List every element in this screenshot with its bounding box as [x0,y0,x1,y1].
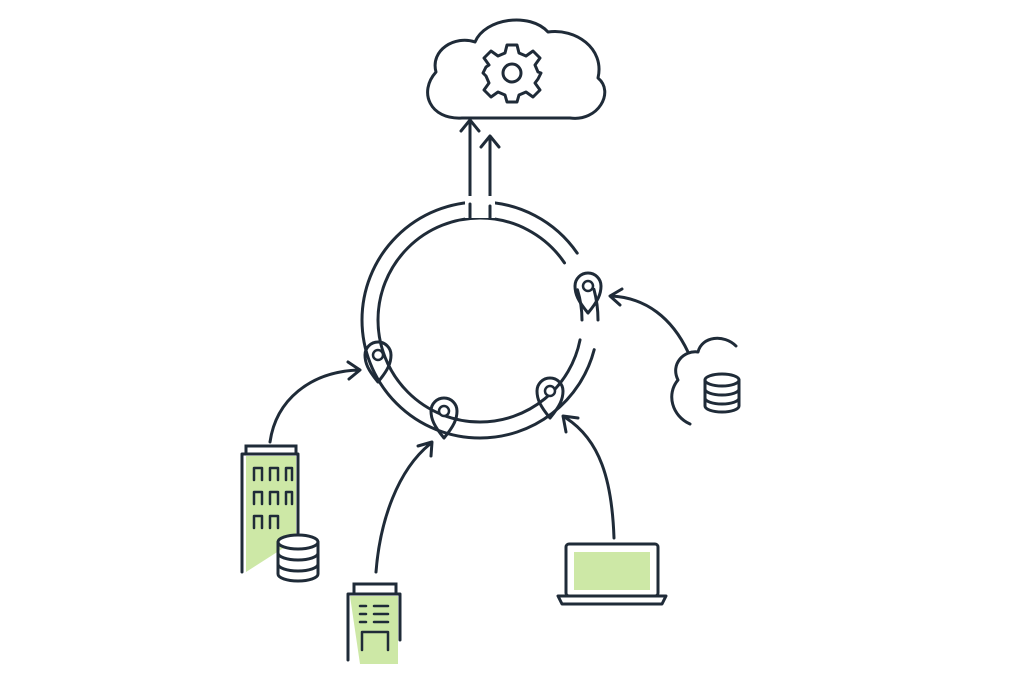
ring-network [360,196,600,440]
database-icon [703,372,741,414]
cloud-database-node [670,336,741,426]
cloud-service-node [426,18,607,120]
building-icon [346,582,402,664]
database-icon [276,533,320,583]
building-icon [240,444,300,574]
arrow-building-to-ring [268,360,362,444]
location-pin-icon [429,396,459,440]
branch-office-node [346,582,402,664]
arrow-cloud-db-to-ring [608,287,690,354]
location-pins [363,271,603,440]
arrow-laptop-to-ring [561,414,616,540]
location-pin-icon [535,376,565,420]
laptop-icon [556,542,668,606]
connection-arrows [268,287,690,574]
location-pin-icon [573,271,603,315]
gear-icon [481,43,543,104]
arrow-branch-to-ring [374,440,434,574]
office-building-datacenter-node [240,444,320,583]
location-pin-icon [363,340,393,384]
cloud-shape [426,18,607,120]
laptop-client-node [556,542,668,606]
